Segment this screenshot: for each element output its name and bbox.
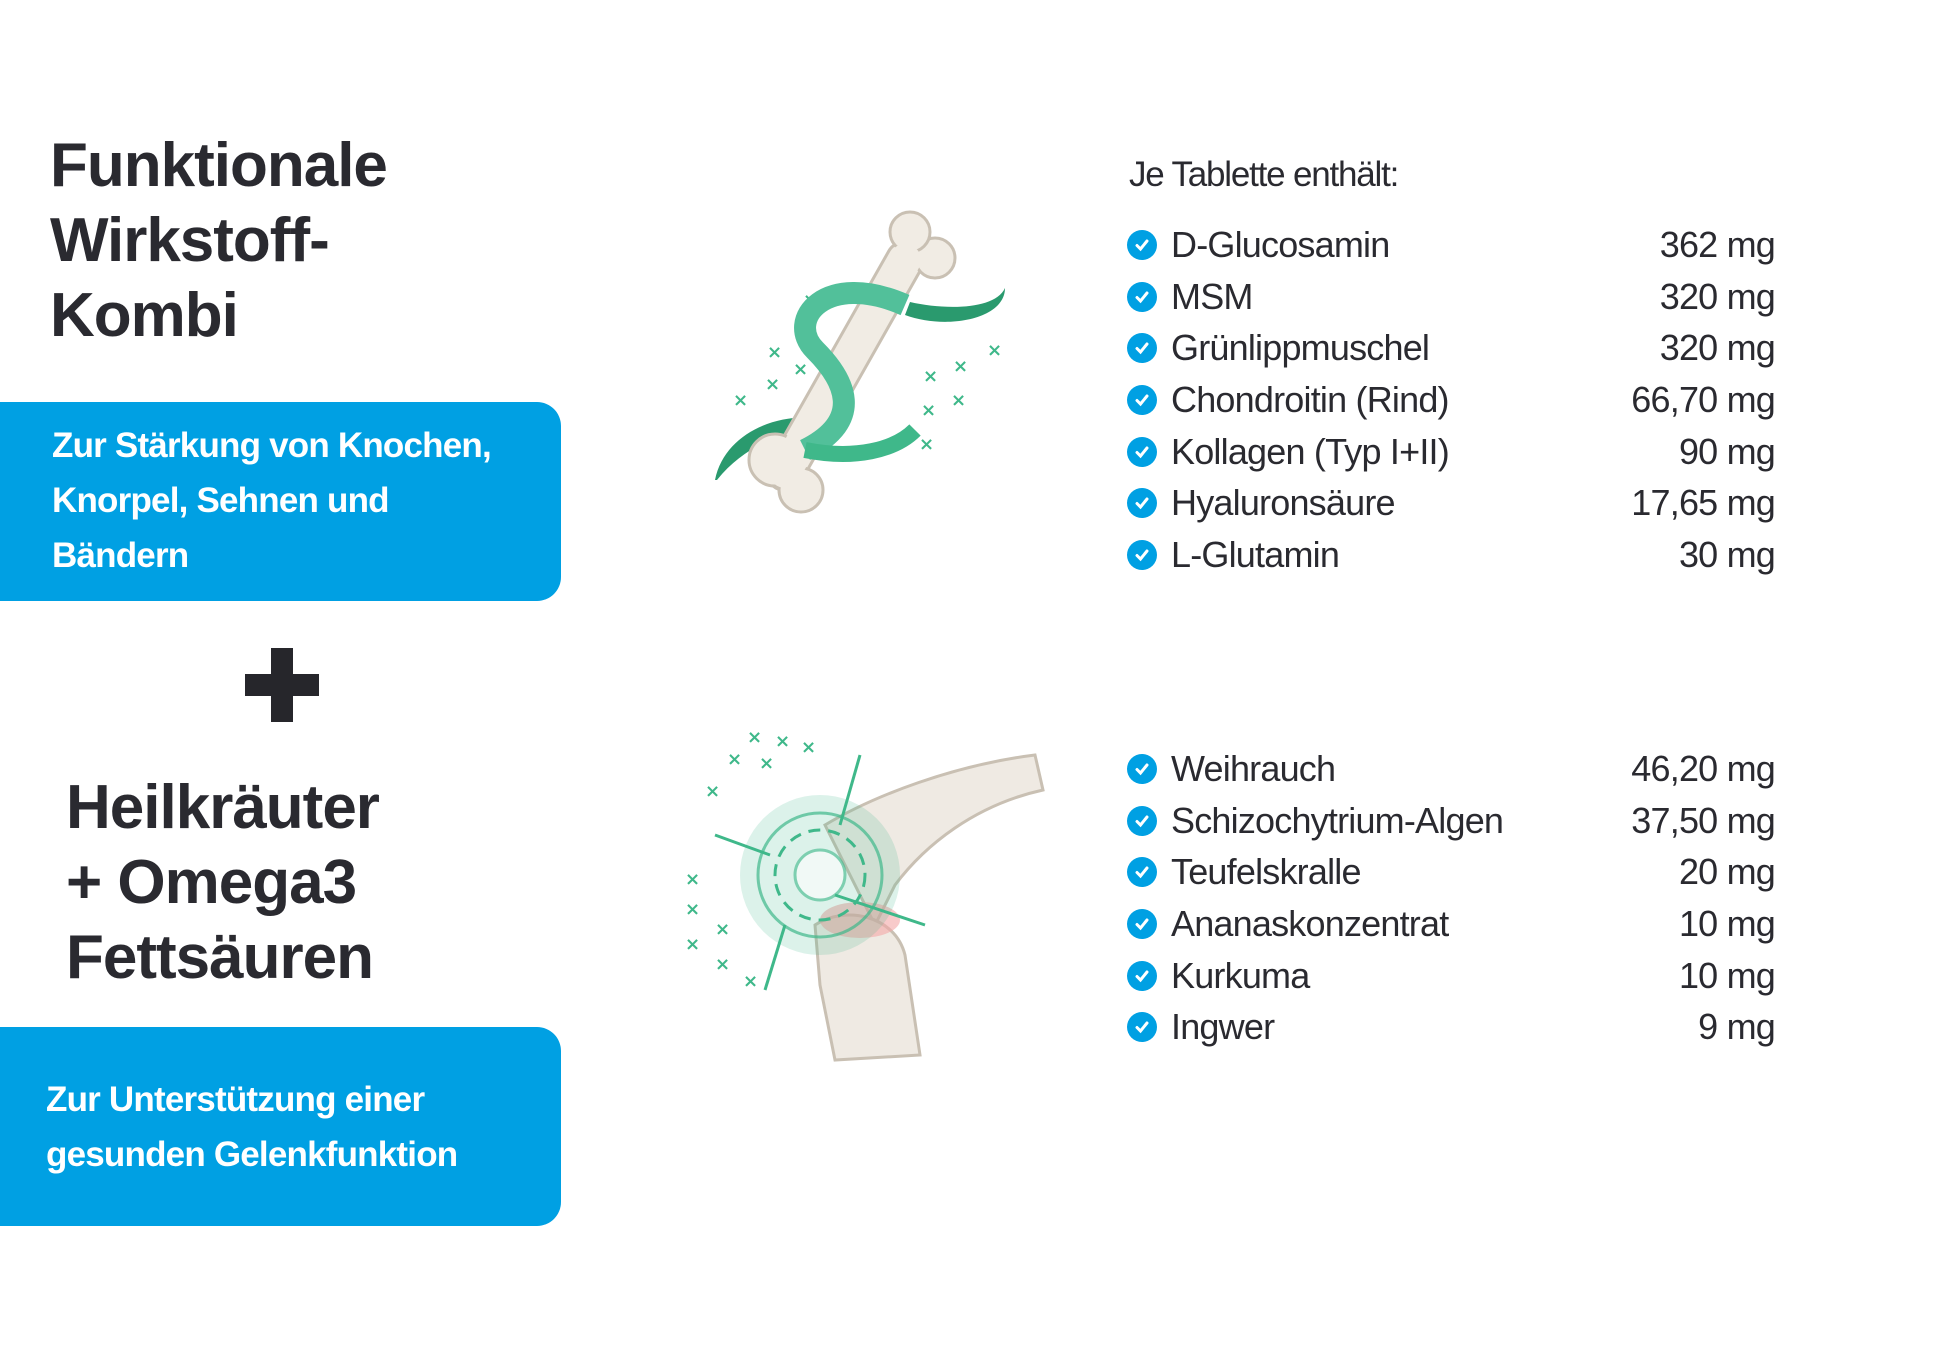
ingredient-name: Hyaluronsäure [1171,482,1396,524]
check-icon [1127,436,1157,467]
svg-text:×: × [715,919,730,940]
ingredients-heading: Je Tablette enthält: [1129,155,1399,194]
svg-text:×: × [793,359,808,380]
title-line: Wirkstoff- [50,206,330,275]
ingredient-name: Chondroitin (Rind) [1171,378,1450,420]
svg-text:×: × [685,934,700,955]
title-line: + Omega3 [66,848,357,917]
ingredient-item: Grünlippmuschel 320 mg [1127,322,1776,374]
svg-text:×: × [759,753,774,774]
section2-title: Heilkräuter + Omega3 Fettsäuren [66,770,380,995]
ingredient-item: Hyaluronsäure 17,65 mg [1127,477,1776,529]
ingredient-amount: 30 mg [1678,533,1776,575]
svg-text:×: × [923,366,938,387]
svg-text:×: × [987,340,1002,361]
svg-text:×: × [951,390,966,411]
svg-text:×: × [747,727,762,748]
box-line: Bändern [52,536,189,575]
box-line: Knorpel, Sehnen und [52,481,390,520]
title-line: Fettsäuren [66,923,374,992]
ingredient-name: Weihrauch [1171,747,1336,789]
svg-text:×: × [743,971,758,992]
ingredient-item: Ananaskonzentrat 10 mg [1127,898,1776,950]
ingredient-amount: 10 mg [1678,954,1776,996]
svg-text:×: × [727,749,742,770]
check-icon [1127,281,1157,312]
ingredient-item: D-Glucosamin 362 mg [1127,219,1776,271]
knee-joint-illustration-icon: ×××××× ×××××× [685,727,1045,1062]
ingredient-item: Chondroitin (Rind) 66,70 mg [1127,374,1776,426]
ingredient-name: D-Glucosamin [1171,223,1390,265]
ingredient-name: Schizochytrium-Algen [1171,799,1504,841]
svg-text:×: × [919,434,934,455]
ingredient-amount: 66,70 mg [1631,378,1776,420]
check-icon [1127,384,1157,415]
box-line: Zur Unterstützung einer [46,1080,425,1119]
check-icon [1127,539,1157,570]
title-line: Kombi [50,281,239,350]
svg-text:×: × [921,400,936,421]
ingredient-amount: 10 mg [1678,902,1776,944]
ingredient-item: Kurkuma 10 mg [1127,950,1776,1002]
ingredient-amount: 46,20 mg [1631,747,1776,789]
check-icon [1127,753,1157,784]
ingredient-name: Kurkuma [1171,954,1310,996]
svg-text:×: × [733,390,748,411]
ingredient-amount: 90 mg [1678,430,1776,472]
check-icon [1127,1012,1157,1043]
ingredient-name: Ingwer [1171,1006,1275,1048]
section1-title: Funktionale Wirkstoff- Kombi [50,128,388,353]
check-icon [1127,488,1157,519]
ingredient-item: Teufelskralle 20 mg [1127,846,1776,898]
check-icon [1127,805,1157,836]
svg-text:×: × [801,737,816,758]
svg-text:×: × [953,356,968,377]
ingredient-item: Ingwer 9 mg [1127,1001,1776,1053]
ingredient-item: MSM 320 mg [1127,271,1776,323]
ingredient-name: Teufelskralle [1171,851,1362,893]
ingredient-name: Ananaskonzentrat [1171,902,1449,944]
ingredient-amount: 20 mg [1678,851,1776,893]
section1-benefit-box: Zur Stärkung von Knochen, Knorpel, Sehne… [0,402,561,601]
section2-benefit-box: Zur Unterstützung einer gesunden Gelenkf… [0,1027,561,1226]
ingredient-item: Schizochytrium-Algen 37,50 mg [1127,795,1776,847]
ingredient-name: L-Glutamin [1171,533,1340,575]
box-line: gesunden Gelenkfunktion [46,1135,458,1174]
svg-text:×: × [765,374,780,395]
ingredient-amount: 320 mg [1659,275,1776,317]
bone-illustration-icon: ×××××× ×××××× [715,210,1005,530]
ingredient-item: Weihrauch 46,20 mg [1127,743,1776,795]
svg-text:×: × [715,954,730,975]
ingredient-name: MSM [1171,275,1253,317]
ingredient-name: Grünlippmuschel [1171,327,1430,369]
ingredient-amount: 362 mg [1659,223,1776,265]
check-icon [1127,908,1157,939]
ingredient-item: Kollagen (Typ I+II) 90 mg [1127,426,1776,478]
ingredient-amount: 37,50 mg [1631,799,1776,841]
plus-icon [245,648,319,722]
ingredient-item: L-Glutamin 30 mg [1127,529,1776,581]
title-line: Heilkräuter [66,773,380,842]
svg-text:×: × [767,342,782,363]
ingredient-amount: 17,65 mg [1631,482,1776,524]
svg-text:×: × [685,899,700,920]
svg-text:×: × [685,869,700,890]
ingredient-amount: 9 mg [1698,1006,1776,1048]
check-icon [1127,229,1157,260]
ingredient-amount: 320 mg [1659,327,1776,369]
ingredient-name: Kollagen (Typ I+II) [1171,430,1450,472]
check-icon [1127,333,1157,364]
check-icon [1127,960,1157,991]
svg-text:×: × [775,731,790,752]
ingredient-list-herbal: Weihrauch 46,20 mg Schizochytrium-Algen 37,… [1127,743,1776,1053]
box-line: Zur Stärkung von Knochen, [52,426,492,465]
svg-text:×: × [705,781,720,802]
title-line: Funktionale [50,131,388,200]
check-icon [1127,857,1157,888]
